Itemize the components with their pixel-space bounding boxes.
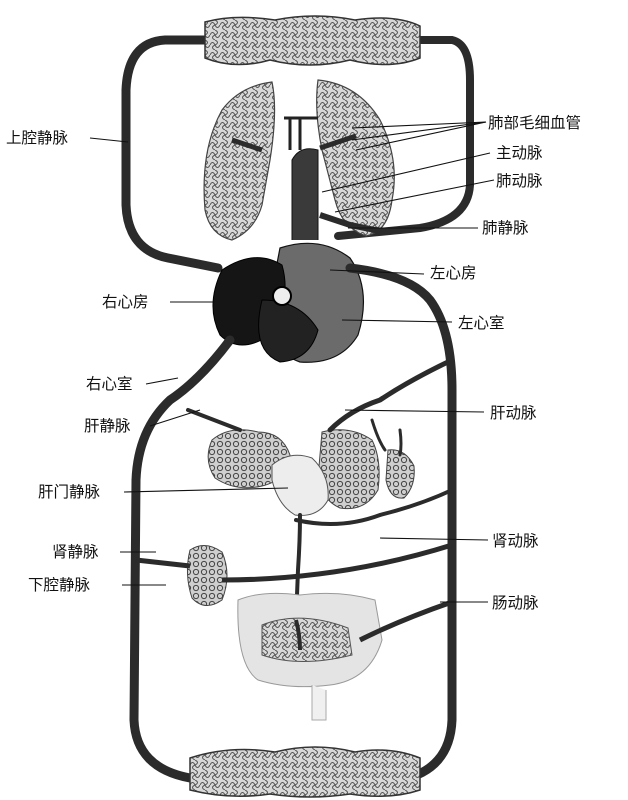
label-right-ventricle: 右心室: [86, 375, 133, 393]
left-lung: [317, 80, 395, 236]
aortic-arch: [292, 149, 318, 240]
label-inferior-vena-cava: 下腔静脉: [28, 576, 91, 594]
label-hepatic-artery: 肝动脉: [490, 404, 537, 422]
label-pulmonary-artery: 肺动脉: [496, 172, 543, 190]
label-renal-vein: 肾静脉: [52, 543, 99, 561]
label-right-atrium: 右心房: [102, 293, 149, 311]
lower-capillary-bed: [190, 747, 420, 797]
intestine: [238, 593, 452, 720]
label-hepatic-portal-vein: 肝门静脉: [38, 483, 101, 501]
label-left-atrium: 左心房: [430, 264, 477, 282]
right-lung: [204, 82, 274, 240]
descending-aorta-line: [350, 268, 452, 780]
upper-capillary-bed: [205, 16, 420, 65]
label-renal-artery: 肾动脉: [492, 532, 539, 550]
label-hepatic-vein: 肝静脉: [84, 417, 131, 435]
label-intestinal-artery: 肠动脉: [492, 594, 539, 612]
label-left-ventricle: 左心室: [458, 314, 505, 332]
liver-region: [208, 430, 414, 516]
label-pulmonary-capillaries: 肺部毛细血管: [488, 114, 581, 132]
label-superior-vena-cava: 上腔静脉: [6, 129, 69, 147]
label-pulmonary-vein: 肺静脉: [482, 219, 529, 237]
label-aorta: 主动脉: [496, 144, 543, 162]
